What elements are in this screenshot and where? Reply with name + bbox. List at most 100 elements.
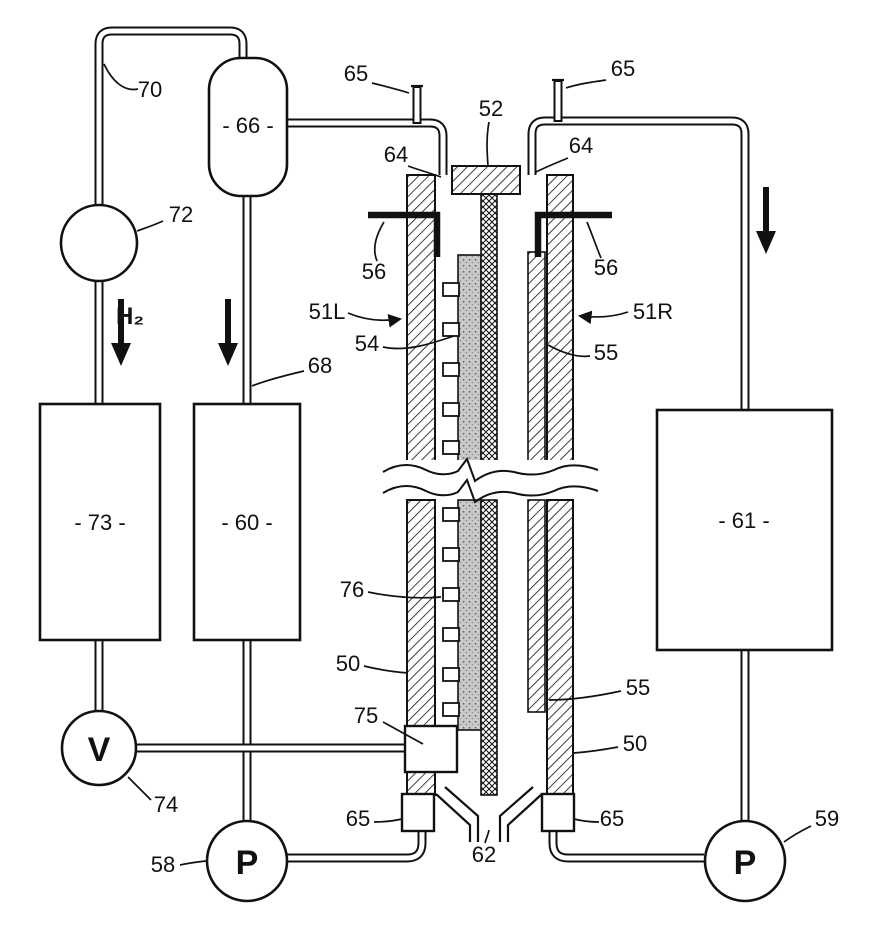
tank-73	[38, 402, 162, 642]
leader-51L-arrow	[347, 312, 403, 328]
pipe68-flow-arrow-head	[218, 343, 238, 366]
leader-lines	[103, 63, 812, 866]
rib	[442, 402, 460, 417]
electrical-lead-right	[534, 211, 612, 257]
leader-75	[382, 721, 424, 745]
label-75: 75	[354, 703, 378, 728]
label-51L: 51L	[309, 299, 346, 324]
electrode-54-upper	[457, 254, 482, 462]
membrane-52-lower	[480, 499, 498, 796]
rib	[442, 667, 460, 682]
rib	[442, 702, 460, 717]
pipe-66-to-cell-top	[285, 118, 448, 175]
pipe-pump58-to-cell-bore	[286, 829, 425, 861]
leader-55-upper	[547, 344, 591, 358]
leader-68	[251, 370, 305, 387]
break-line-lower	[382, 477, 599, 504]
leader-76	[367, 591, 442, 599]
pipe-66-to-cell-top-bore	[285, 120, 446, 175]
funnel-left-inner	[444, 786, 480, 842]
funnel-right-outer	[506, 793, 543, 842]
label-76: 76	[340, 577, 364, 602]
label-59: 59	[815, 806, 839, 831]
label-65-bottom-right: 65	[600, 806, 624, 831]
rib	[442, 362, 460, 377]
funnel-right-inner	[498, 786, 534, 842]
leader-70	[103, 63, 139, 91]
pump-58-letter: P	[236, 844, 259, 882]
cell-wall-left-foot	[406, 771, 436, 796]
port-75	[403, 724, 459, 774]
pipe-70-bore	[96, 28, 246, 207]
leader-50-left	[363, 665, 409, 674]
leader-62	[484, 829, 490, 844]
electrical-lead-left	[368, 211, 441, 257]
pump-59-letter: P	[734, 844, 757, 882]
cell-assembly	[400, 165, 576, 842]
label-50-right: 50	[623, 731, 647, 756]
label-55-upper: 55	[594, 340, 618, 365]
label-54: 54	[355, 331, 379, 356]
label-74: 74	[154, 792, 178, 817]
leader-74	[127, 776, 152, 801]
rib	[442, 507, 460, 522]
break-line-upper	[382, 456, 599, 483]
tank-60	[192, 402, 302, 642]
flow-arrows	[111, 187, 776, 366]
label-60: - 60 -	[221, 510, 272, 535]
label-65-top-left: 65	[344, 61, 368, 86]
leader-64-right	[535, 157, 569, 173]
leader-59	[783, 825, 812, 843]
right-flow-arrow-head	[756, 231, 776, 254]
leader-65-top-right	[565, 79, 607, 89]
rib	[442, 440, 460, 455]
label-50-left: 50	[336, 651, 360, 676]
leader-72	[136, 220, 164, 232]
label-62: 62	[472, 842, 496, 867]
rib	[442, 322, 460, 337]
tank-61	[655, 408, 834, 652]
pipe-61-to-cell-top-bore	[529, 118, 748, 413]
leader-64-left	[407, 165, 442, 178]
electrode-54-lower	[457, 499, 482, 731]
label-73: - 73 -	[74, 510, 125, 535]
label-66: - 66 -	[222, 113, 273, 138]
label-65-bottom-left: 65	[346, 806, 370, 831]
cell-top-cap	[451, 165, 521, 195]
label-55-lower: 55	[626, 675, 650, 700]
label-68: 68	[308, 353, 332, 378]
funnel-62	[435, 786, 543, 842]
valve-letter: V	[88, 731, 111, 769]
leader-65-top-left	[371, 82, 410, 94]
cell-wall-left-lower	[406, 499, 436, 727]
rib	[442, 547, 460, 562]
leader-50-right	[573, 746, 619, 754]
label-61: - 61 -	[718, 508, 769, 533]
label-64-left: 64	[384, 142, 408, 167]
label-65-top-right: 65	[611, 56, 635, 81]
pump-58	[205, 819, 289, 903]
funnel-left-outer	[435, 793, 472, 842]
label-70: 70	[138, 77, 162, 102]
rib	[442, 627, 460, 642]
device-72	[59, 203, 139, 283]
separator-vessel-66	[207, 56, 289, 198]
pipe-pump59-to-cell	[548, 829, 704, 863]
leader-58	[179, 860, 207, 866]
h2-flow-arrow-head	[111, 343, 131, 366]
rib	[442, 587, 460, 602]
leader-54	[382, 335, 455, 350]
label-64-right: 64	[569, 133, 593, 158]
flow-ribs-76	[442, 282, 460, 717]
leader-56-left	[374, 221, 385, 262]
cell-wall-right-upper	[546, 174, 574, 462]
label-56-left: 56	[362, 259, 386, 284]
leader-51R-arrow	[577, 310, 629, 325]
pump-59	[703, 819, 787, 903]
leader-65-bottom-left	[373, 818, 403, 823]
pipe-pump58-to-cell	[286, 829, 427, 863]
label-56-right: 56	[594, 255, 618, 280]
port-65-bottom-right	[540, 792, 576, 833]
